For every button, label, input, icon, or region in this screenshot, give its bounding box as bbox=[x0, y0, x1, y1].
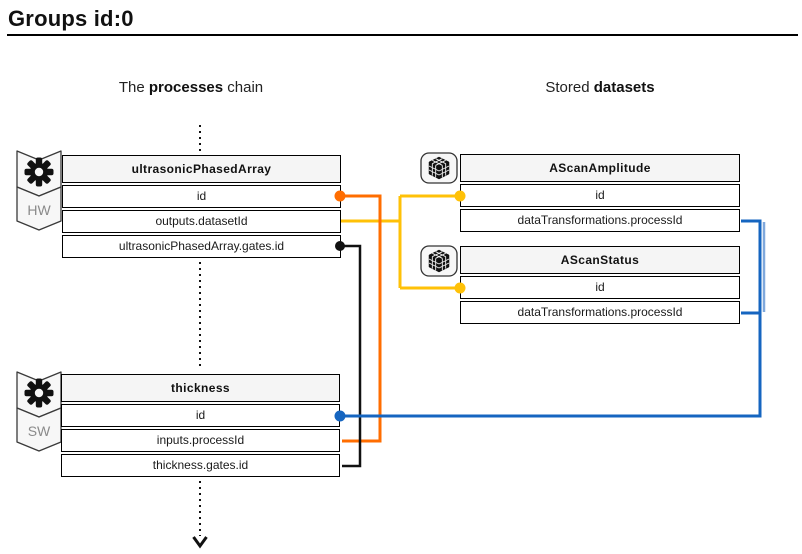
datasets-header-prefix: Stored bbox=[545, 79, 594, 96]
datasets-header-emphasis: datasets bbox=[593, 79, 655, 96]
process-node-thickness: thickness id inputs.processId thickness.… bbox=[61, 374, 340, 477]
sw-badge: SW bbox=[16, 371, 62, 452]
processes-header-emphasis: processes bbox=[148, 79, 224, 96]
processes-header-prefix: The bbox=[118, 79, 149, 96]
process-field-row: id bbox=[61, 404, 340, 427]
chain-arrow-icon bbox=[192, 536, 208, 549]
process-node-title: ultrasonicPhasedArray bbox=[62, 155, 341, 183]
cube-icon bbox=[428, 249, 450, 273]
page-title: Groups id:0 bbox=[8, 6, 134, 31]
gear-icon bbox=[24, 157, 54, 187]
process-field-row: outputs.datasetId bbox=[62, 210, 341, 233]
process-field-row: thickness.gates.id bbox=[61, 454, 340, 477]
gear-icon bbox=[24, 378, 54, 408]
dataset-field-row: id bbox=[460, 184, 740, 207]
dataset-node-title: AScanStatus bbox=[460, 246, 740, 274]
process-field-row: ultrasonicPhasedArray.gates.id bbox=[62, 235, 341, 258]
processes-header-suffix: chain bbox=[223, 79, 264, 96]
dataset-field-row: dataTransformations.processId bbox=[460, 209, 740, 232]
title-divider bbox=[7, 34, 798, 36]
dataset-node-AScanAmplitude: AScanAmplitude id dataTransformations.pr… bbox=[460, 154, 740, 232]
cube-icon bbox=[428, 156, 450, 180]
hw-badge: HW bbox=[16, 150, 62, 231]
hw-badge-label: HW bbox=[27, 202, 51, 218]
datasets-column-header: Stored datasets bbox=[474, 79, 726, 96]
sw-badge-label: SW bbox=[28, 423, 51, 439]
dataset-node-title: AScanAmplitude bbox=[460, 154, 740, 182]
chain-dotted-line bbox=[192, 125, 208, 549]
dataset-field-row: id bbox=[460, 276, 740, 299]
dataset-field-row: dataTransformations.processId bbox=[460, 301, 740, 324]
process-field-row: id bbox=[62, 185, 341, 208]
dataset-node-AScanStatus: AScanStatus id dataTransformations.proce… bbox=[460, 246, 740, 324]
dataset-icon-frame bbox=[420, 245, 458, 277]
process-node-ultrasonicPhasedArray: ultrasonicPhasedArray id outputs.dataset… bbox=[62, 155, 341, 258]
process-node-title: thickness bbox=[61, 374, 340, 402]
dataset-icon-frame bbox=[420, 152, 458, 184]
process-field-row: inputs.processId bbox=[61, 429, 340, 452]
processes-column-header: The processes chain bbox=[65, 79, 317, 96]
